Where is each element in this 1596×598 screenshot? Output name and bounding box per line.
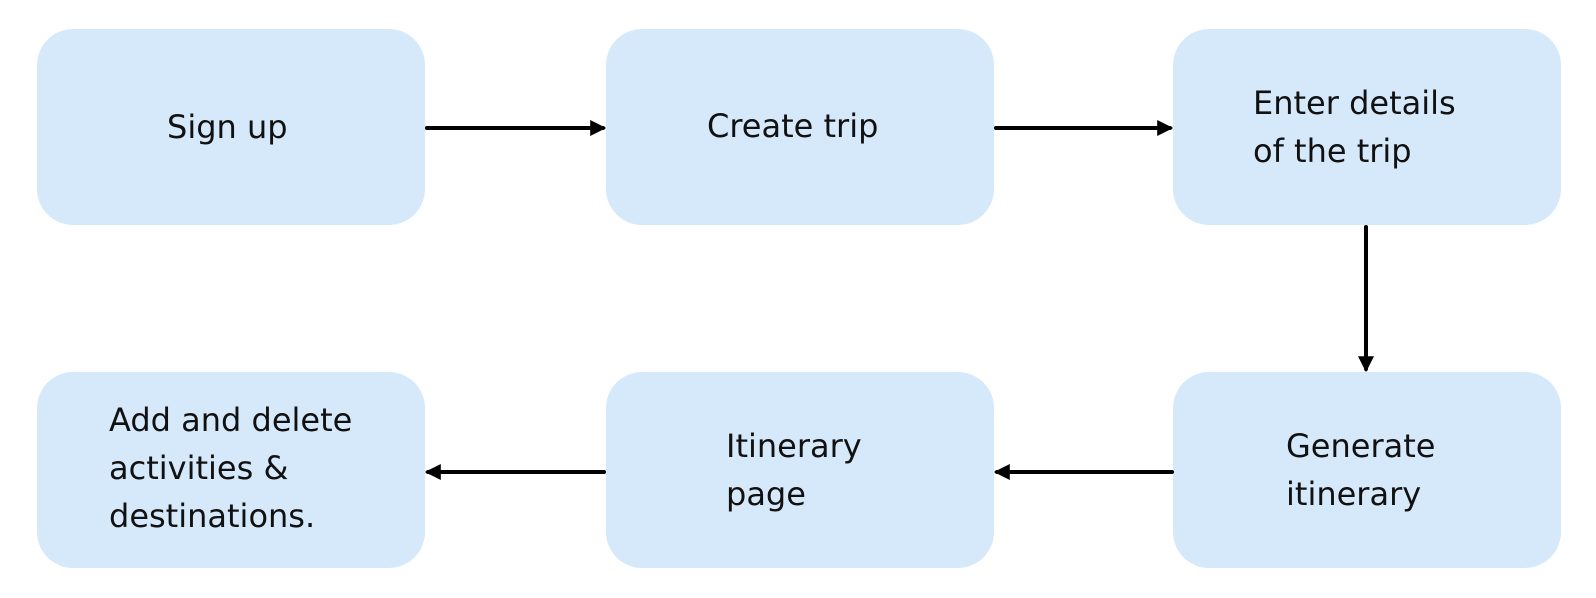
- node-label-line: of the trip: [1253, 132, 1412, 170]
- node-add-delete: Add and delete activities & destinations…: [37, 372, 425, 568]
- node-label-line: itinerary: [1286, 475, 1422, 513]
- node-enter-details: Enter details of the trip: [1173, 29, 1561, 225]
- node-itinerary-page: Itinerary page: [606, 372, 994, 568]
- node-label-line: page: [726, 475, 806, 513]
- node-label-line: Create trip: [707, 107, 879, 145]
- node-label: Itinerary page: [726, 422, 862, 518]
- node-generate-itinerary: Generate itinerary: [1173, 372, 1561, 568]
- node-label-line: Sign up: [167, 108, 288, 146]
- node-label: Add and delete activities & destinations…: [109, 396, 352, 540]
- node-label-line: Generate: [1286, 427, 1436, 465]
- node-label-line: Itinerary: [726, 427, 862, 465]
- node-create-trip: Create trip: [606, 29, 994, 225]
- node-label: Create trip: [707, 102, 878, 150]
- node-label-line: activities &: [109, 449, 289, 487]
- node-label: Sign up: [167, 103, 288, 151]
- node-label: Generate itinerary: [1286, 422, 1435, 518]
- node-label-line: Enter details: [1253, 84, 1456, 122]
- node-sign-up: Sign up: [37, 29, 425, 225]
- node-label: Enter details of the trip: [1253, 79, 1456, 175]
- node-label-line: destinations.: [109, 497, 316, 535]
- node-label-line: Add and delete: [109, 401, 353, 439]
